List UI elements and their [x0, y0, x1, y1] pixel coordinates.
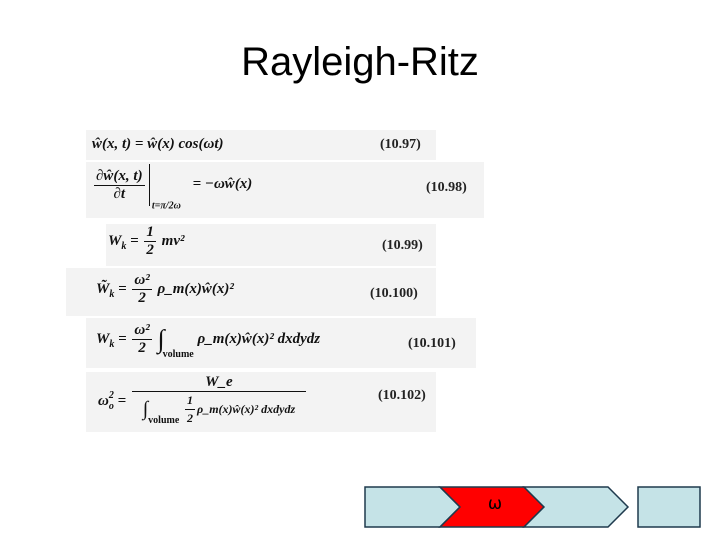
- eq-lhs-sub: k: [109, 338, 115, 350]
- eq-rhs: ŵ(x) cos(ωt): [147, 136, 224, 152]
- eq-lhs-sub: k: [109, 288, 115, 300]
- eq-denominator: ∂t: [113, 185, 126, 202]
- eq-frac-num: ω²: [132, 322, 152, 340]
- eq-rhs: ρ_m(x)ŵ(x)²: [157, 280, 234, 297]
- slide-title: Rayleigh-Ritz: [241, 40, 479, 84]
- eq-lhs: ŵ(x, t): [92, 136, 132, 152]
- eq-inner-frac-den: 2: [187, 411, 194, 425]
- eq-lhs-sup: 2: [108, 389, 114, 401]
- eq-numerator: ∂ŵ(x, t): [94, 167, 145, 186]
- equation-block: [86, 162, 484, 218]
- integral-sign: ∫: [157, 324, 165, 354]
- equation-number: (10.100): [370, 286, 418, 301]
- equation-image: ŵ(x, t) = ŵ(x) cos(ωt) (10.97) ∂ŵ(x, t)∂…: [66, 126, 484, 436]
- equation-block: [86, 318, 476, 368]
- integral-sign: ∫: [142, 398, 149, 420]
- equation-block: [86, 130, 436, 160]
- eq-denominator-rest: ρ_m(x)ŵ(x)² dxdydz: [197, 401, 296, 416]
- eq-frac-num: ω²: [132, 272, 152, 290]
- nav-step-next[interactable]: [522, 486, 630, 528]
- equation-block: [86, 372, 436, 432]
- eq-lhs-sub: k: [121, 240, 127, 252]
- eq-frac-den: 2: [138, 290, 146, 306]
- equation-block: [66, 268, 436, 316]
- equation-number: (10.101): [408, 336, 456, 351]
- eq-lhs: W: [96, 330, 110, 347]
- eq-frac-den: 2: [138, 340, 146, 356]
- eq-eval-point: t=π/2ω: [151, 200, 181, 212]
- eq-int-sub: volume: [162, 348, 194, 360]
- eq-rhs: ρ_m(x)ŵ(x)² dxdydz: [197, 330, 321, 347]
- equation-number: (10.102): [378, 388, 426, 403]
- eq-rhs: mv²: [161, 232, 185, 249]
- eq-lhs-sub: o: [108, 400, 114, 412]
- navigation-bar: ω: [364, 486, 702, 528]
- equation-block: [106, 224, 436, 266]
- equation-number: (10.99): [382, 238, 423, 253]
- eq-frac-den: 2: [146, 242, 154, 258]
- eq-frac-num: 1: [144, 224, 156, 242]
- eq-lhs: ω: [98, 392, 109, 409]
- eq-lhs: W̃: [96, 280, 110, 297]
- navigation-arrows: [364, 486, 701, 528]
- eq-inner-frac-num: 1: [185, 392, 196, 410]
- nav-end-button[interactable]: [637, 486, 701, 528]
- nav-active-label: ω: [487, 494, 503, 514]
- eq-numerator: W_e: [131, 374, 306, 392]
- equation-10-98: ∂ŵ(x, t)∂t t=π/2ω = −ωŵ(x): [92, 164, 252, 211]
- equation-number: (10.97): [380, 137, 421, 152]
- evaluation-bar: [148, 164, 150, 206]
- equation-10-97: ŵ(x, t) = ŵ(x) cos(ωt): [92, 136, 224, 152]
- eq-int-sub: volume: [148, 414, 180, 426]
- eq-rhs: = −ωŵ(x): [192, 176, 253, 193]
- equation-number: (10.98): [426, 180, 467, 195]
- eq-lhs: W: [108, 232, 122, 249]
